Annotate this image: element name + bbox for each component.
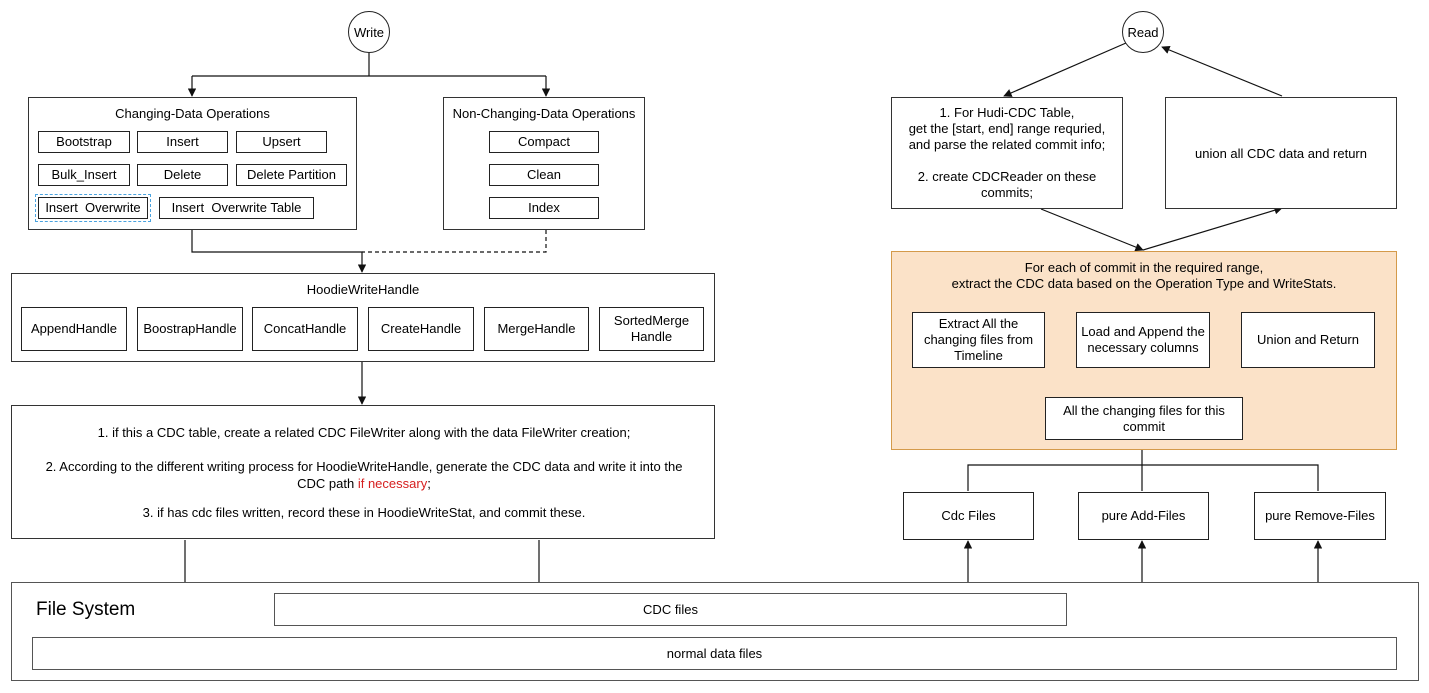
write-node: Write [348, 11, 390, 53]
op-compact[interactable]: Compact [489, 131, 599, 153]
changing-data-title: Changing-Data Operations [115, 106, 270, 121]
read-to-plan-arrow [1003, 42, 1127, 97]
read-plan-box: 1. For Hudi-CDC Table, get the [start, e… [891, 97, 1123, 209]
write-note-1: 1. if this a CDC table, create a related… [97, 425, 631, 440]
op-insert-overwrite[interactable]: Insert Overwrite [35, 194, 151, 222]
load-append-columns-box[interactable]: Load and Append the necessary columns [1076, 312, 1210, 368]
source-pure-add-files[interactable]: pure Add-Files [1078, 492, 1209, 540]
plan-to-commit-arrow [1040, 208, 1144, 252]
read-node: Read [1122, 11, 1164, 53]
handle-create[interactable]: CreateHandle [368, 307, 474, 351]
write-connector [192, 53, 546, 77]
op-index[interactable]: Index [489, 197, 599, 219]
all-changing-files-box[interactable]: All the changing files for this commit [1045, 397, 1243, 440]
handle-boostrap[interactable]: BoostrapHandle [137, 307, 243, 351]
op-insert[interactable]: Insert [137, 131, 228, 153]
changing-to-handle-arrow [191, 230, 367, 273]
source-cdc-files[interactable]: Cdc Files [903, 492, 1034, 540]
op-clean[interactable]: Clean [489, 164, 599, 186]
union-return-box[interactable]: Union and Return [1241, 312, 1375, 368]
hoodie-write-handle-box: HoodieWriteHandle [11, 273, 715, 362]
union-to-read-arrow [1161, 45, 1283, 97]
op-delete[interactable]: Delete [137, 164, 228, 186]
hoodie-write-handle-title: HoodieWriteHandle [306, 282, 420, 297]
if-necessary-highlight: if necessary [357, 476, 428, 491]
op-upsert[interactable]: Upsert [236, 131, 327, 153]
write-note-3: 3. if has cdc files written, record thes… [142, 505, 586, 520]
non-changing-data-title: Non-Changing-Data Operations [452, 106, 636, 121]
union-all-box: union all CDC data and return [1165, 97, 1397, 209]
nonchanging-to-handle-dashed [362, 230, 547, 253]
op-bulk-insert[interactable]: Bulk_Insert [38, 164, 130, 186]
op-delete-partition[interactable]: Delete Partition [236, 164, 347, 186]
handle-merge[interactable]: MergeHandle [484, 307, 589, 351]
normal-data-files-bar[interactable]: normal data files [32, 637, 1397, 670]
handle-sorted-merge[interactable]: SortedMerge Handle [599, 307, 704, 351]
commit-to-union-arrow [1142, 206, 1283, 251]
source-pure-remove-files[interactable]: pure Remove-Files [1254, 492, 1386, 540]
handle-append[interactable]: AppendHandle [21, 307, 127, 351]
write-notes-box: 1. if this a CDC table, create a related… [11, 405, 715, 539]
cdc-files-bar[interactable]: CDC files [274, 593, 1067, 626]
op-bootstrap[interactable]: Bootstrap [38, 131, 130, 153]
handle-concat[interactable]: ConcatHandle [252, 307, 358, 351]
write-note-2: 2. According to the different writing pr… [45, 459, 683, 491]
file-system-title: File System [36, 599, 136, 620]
extract-changing-files-box[interactable]: Extract All the changing files from Time… [912, 312, 1045, 368]
sources-merge-connector [967, 464, 1319, 491]
op-insert-overwrite-table[interactable]: Insert Overwrite Table [159, 197, 314, 219]
commit-processing-title: For each of commit in the required range… [951, 260, 1337, 291]
